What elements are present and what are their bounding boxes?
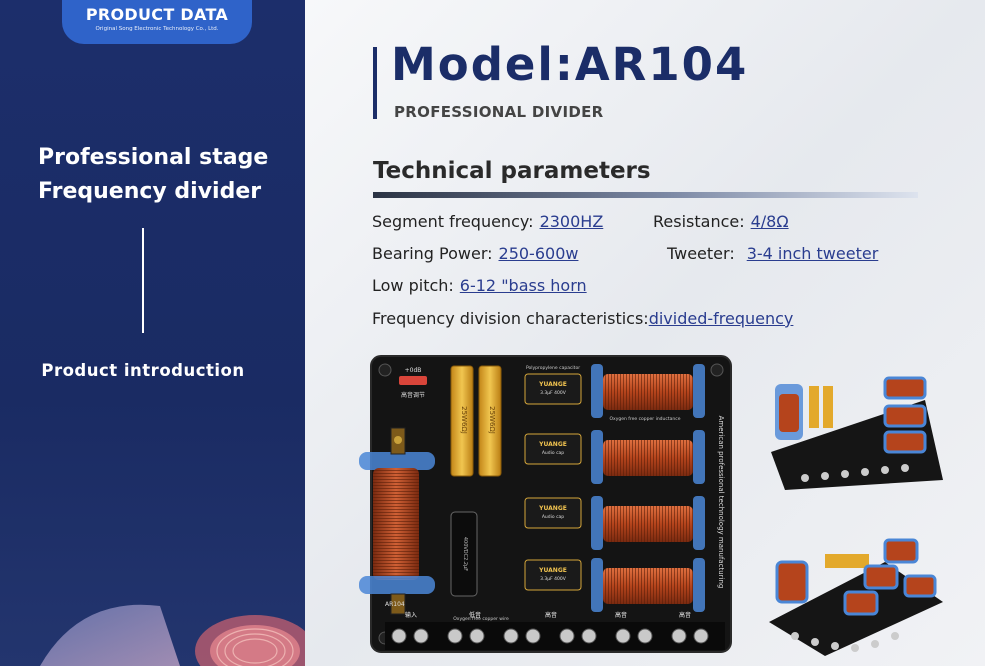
heading-underline [373,192,918,198]
board-label-fuse: +0dB [405,367,422,374]
cap-sub: Audio cap [542,514,564,520]
model-subtitle: PROFESSIONAL DIVIDER [394,103,604,121]
cap-value: 3.3μF 400V [540,390,567,396]
param-label: Segment frequency: [372,212,534,231]
cap-brand: YUANGE [538,381,567,388]
tall-cap-label: 400VDC2.2μF [462,537,468,571]
param-bearing-power: Bearing Power: 250-600w [372,244,578,263]
cap-value: 3.3μF 400V [540,576,567,582]
horizontal-inductors: Oxygen free copper inductance [591,364,705,612]
cap-brand: YUANGE [538,505,567,512]
terminal-low-label: 低音 [469,611,481,619]
copper-wire-label: Oxygen free copper wire [453,616,509,622]
product-introduction: Product introduction [41,361,245,380]
divider-board-angle-view-1 [771,376,943,490]
board-vertical-slogan: American professional technology manufac… [717,416,725,589]
cap-brand: YUANGE [538,441,567,448]
badge-title: PRODUCT DATA [85,5,229,24]
param-value: 250-600w [498,244,579,263]
cap-header: Polypropylene capacitor [526,365,580,371]
param-value: 4/8Ω [750,212,789,231]
param-label: Low pitch: [372,276,454,295]
headline-line2: Frequency divider [38,179,262,204]
board-label-adjust: 高音调节 [401,391,425,399]
terminal-strip [385,622,725,650]
model-title: Model:AR104 [391,38,749,91]
param-value: 3-4 inch tweeter [746,244,879,263]
param-label: Frequency division characteristics: [372,309,649,328]
cap-sub: Audio cap [542,450,564,456]
terminal-input-label: 输入 [405,611,417,619]
param-label: Bearing Power: [372,244,493,263]
left-panel: PRODUCT DATA Original Song Electronic Te… [0,0,305,666]
param-frequency-division: Frequency division characteristics:divid… [372,309,793,328]
title-accent-bar [373,47,377,119]
left-headline: Professional stage Frequency divider [38,141,268,209]
terminal-high-label-3: 高音 [679,611,691,619]
param-value: 6-12 "bass horn [459,276,587,295]
terminal-high-label-2: 高音 [615,611,627,619]
vertical-divider [142,228,144,333]
resistor-label-2: 25W6ΩJ [488,406,496,434]
product-data-badge: PRODUCT DATA Original Song Electronic Te… [62,0,252,44]
param-low-pitch: Low pitch: 6-12 "bass horn [372,276,587,295]
capacitor-column: Polypropylene capacitor YUANGE 3.3μF 400… [453,365,582,622]
divider-board-image: +0dB 高音调节 25W6ΩJ 25W6ΩJ Polypropylene ca… [359,355,732,653]
vertical-inductor [359,427,435,615]
divider-board-angle-view-2 [769,538,943,656]
headline-line1: Professional stage [38,145,269,170]
cap-brand: YUANGE [538,567,567,574]
param-value: 2300HZ [539,212,604,231]
copper-inductance-label: Oxygen free copper inductance [610,416,681,422]
param-label: Resistance: [653,212,745,231]
param-segment-frequency: Segment frequency: 2300HZ [372,212,603,231]
tech-params-heading: Technical parameters [373,158,651,184]
speaker-cone-illustration [40,604,305,666]
terminal-high-label-1: 高音 [545,611,557,619]
badge-subtitle: Original Song Electronic Technology Co.,… [95,26,219,32]
param-label: Tweeter: [667,244,735,263]
resistor-label-1: 25W6ΩJ [460,406,468,434]
board-model-mark: AR104 [385,601,405,608]
param-tweeter: Tweeter: 3-4 inch tweeter [667,244,878,263]
param-resistance: Resistance: 4/8Ω [653,212,789,231]
param-value: divided-frequency [648,309,794,328]
